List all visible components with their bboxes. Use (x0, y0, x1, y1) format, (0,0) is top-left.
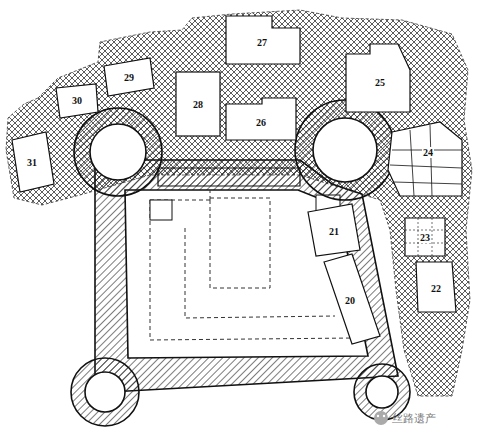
room-number: 23 (419, 232, 431, 243)
room-number: 30 (71, 95, 83, 106)
room-number: 24 (422, 147, 434, 158)
room-number: 21 (328, 226, 340, 237)
room-number: 22 (430, 283, 442, 294)
room-number: 28 (192, 99, 204, 110)
room-number: 25 (374, 77, 386, 88)
room-number: 27 (256, 37, 268, 48)
room-number: 29 (123, 72, 135, 83)
room-number: 20 (344, 295, 356, 306)
room-number: 31 (26, 157, 38, 168)
room-number: 26 (255, 117, 267, 128)
watermark: 丝路遗产 (392, 411, 436, 426)
